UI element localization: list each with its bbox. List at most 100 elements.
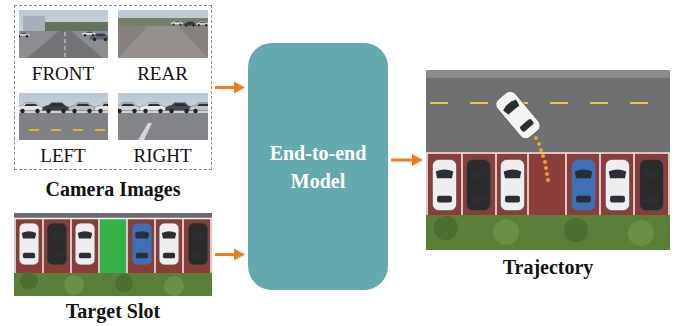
trajectory-dots: [531, 130, 550, 182]
rear-camera-image: [118, 10, 209, 58]
trajectory-dot: [541, 154, 545, 158]
caption-label: Target Slot: [66, 300, 160, 323]
car: [500, 159, 524, 210]
car: [43, 103, 70, 114]
sky: [118, 93, 208, 140]
car: [171, 21, 184, 26]
road: [19, 113, 108, 140]
caption-label: LEFT: [40, 145, 85, 167]
bush: [564, 218, 588, 242]
car: [132, 223, 152, 265]
arrow-head: [234, 82, 245, 94]
camera-view: REAR: [118, 10, 208, 58]
front-camera-image: [16, 10, 110, 58]
road-edge: [426, 70, 670, 78]
target-slot-view: Target Slot: [14, 213, 212, 296]
sky: [19, 10, 108, 58]
car: [69, 103, 96, 114]
flow-arrow: [215, 249, 245, 261]
car: [90, 33, 110, 41]
flow-arrow: [391, 154, 423, 166]
target-slot-fill: [100, 218, 127, 274]
road: [118, 26, 208, 58]
bushes: [426, 215, 670, 250]
car: [432, 159, 456, 210]
lane-dash: [73, 129, 83, 131]
camera-group: Camera ImagesFRONTREARLEFTRIGHT: [14, 5, 212, 170]
bush: [628, 220, 654, 246]
arrow-head: [412, 154, 423, 166]
camera-view: LEFT: [19, 93, 108, 140]
sky: [19, 93, 108, 140]
bush: [64, 275, 84, 295]
trajectory-view: Trajectory: [426, 70, 670, 250]
bush: [164, 276, 184, 296]
camera-view: FRONT: [19, 10, 108, 58]
flow-arrow: [215, 82, 245, 94]
ground: [118, 26, 208, 58]
lane-line: [65, 32, 66, 58]
car: [140, 103, 167, 114]
trajectory-dot: [539, 148, 543, 152]
node-title: End-to-end Model: [262, 139, 374, 195]
ego-car: [493, 89, 543, 142]
trajectory-dot: [546, 178, 550, 182]
bush: [20, 272, 38, 290]
road: [426, 70, 670, 250]
left-camera-image: [17, 93, 122, 140]
building: [23, 16, 45, 32]
bush: [493, 219, 519, 245]
lane-dash: [29, 129, 39, 131]
arrow-line: [215, 86, 236, 89]
car: [17, 103, 44, 114]
slot-lines: [426, 153, 670, 215]
car: [466, 159, 490, 210]
car: [166, 103, 193, 114]
camera-view: RIGHT: [118, 93, 208, 140]
road-marking: [138, 123, 152, 140]
target-slot-image: [14, 213, 212, 296]
road: [14, 213, 212, 218]
trajectory-dot: [534, 136, 538, 140]
trees: [45, 22, 108, 32]
slot-lines: [14, 218, 212, 273]
car: [19, 223, 39, 265]
car: [95, 103, 122, 114]
car: [196, 21, 210, 26]
model-box: End-to-end Model: [248, 43, 388, 290]
trees: [118, 18, 208, 26]
car: [571, 159, 595, 210]
trajectory-image: [426, 70, 670, 250]
sky: [118, 10, 208, 58]
car: [16, 32, 30, 38]
arrow-line: [391, 159, 414, 162]
car: [47, 223, 67, 265]
caption-label: Trajectory: [503, 256, 594, 279]
bushes: [14, 273, 212, 296]
parking-ground: [14, 213, 212, 296]
parking-ground: [426, 152, 670, 220]
car: [75, 223, 95, 265]
bush: [115, 274, 133, 292]
caption-label: Camera Images: [46, 178, 181, 201]
trajectory-dot: [543, 160, 547, 164]
car: [188, 223, 208, 265]
caption-label: RIGHT: [133, 145, 191, 167]
caption-label: REAR: [137, 63, 188, 85]
right-camera-image: [114, 93, 217, 140]
road: [27, 31, 103, 58]
lane-dashes: [430, 102, 648, 104]
car: [605, 159, 629, 210]
lane-dash: [51, 129, 61, 131]
car: [159, 223, 179, 265]
caption-label: FRONT: [32, 63, 94, 85]
arrow-line: [215, 253, 236, 256]
trajectory-dot: [537, 142, 541, 146]
car: [184, 22, 197, 27]
bush: [434, 216, 458, 240]
lane-dash: [95, 129, 105, 131]
car: [639, 159, 663, 210]
car: [114, 103, 141, 114]
road: [118, 113, 208, 140]
